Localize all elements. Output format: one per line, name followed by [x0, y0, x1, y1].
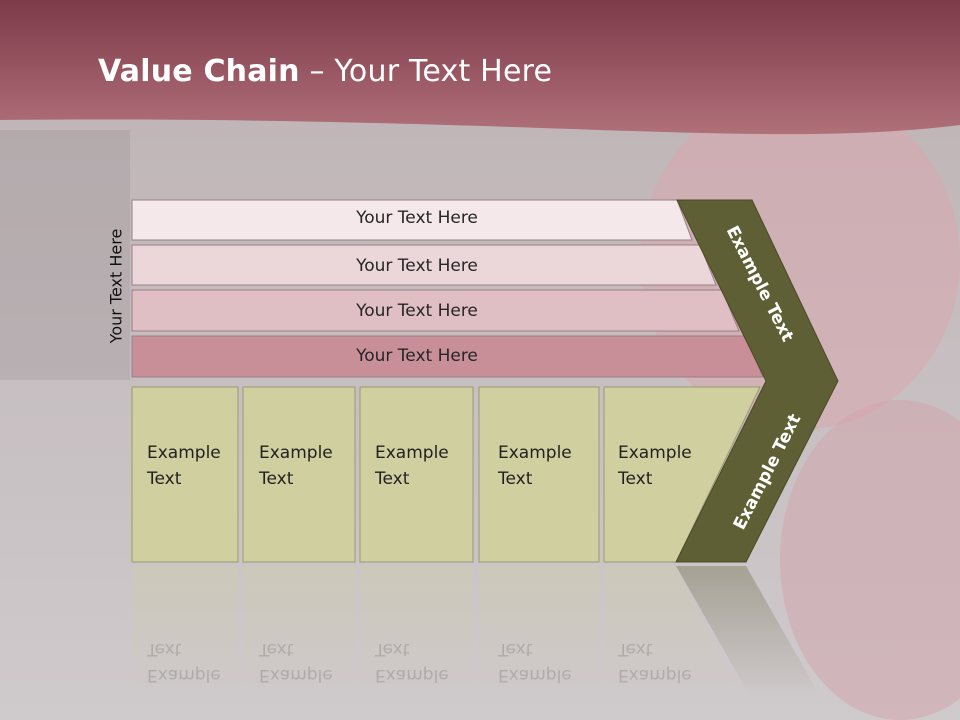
vertical-axis-label: Your Text Here [106, 228, 126, 344]
bar-2-label: Your Text Here [356, 256, 478, 276]
activity-box-1 [131, 386, 239, 563]
bar-4 [131, 335, 764, 378]
bar-4-label: Your Text Here [356, 346, 478, 366]
header-band [0, 0, 960, 135]
activity-box-3 [359, 386, 474, 563]
bar-1 [131, 199, 693, 241]
bar-2 [131, 244, 717, 286]
slide-title: Value Chain – Your Text Here [98, 54, 553, 89]
activity-box-4 [478, 386, 600, 563]
bar-3-label: Your Text Here [356, 301, 478, 321]
margin-chevron [675, 199, 839, 563]
activity-box-2 [242, 386, 356, 563]
bar-3 [131, 289, 740, 332]
bar-1-label: Your Text Here [356, 208, 478, 228]
